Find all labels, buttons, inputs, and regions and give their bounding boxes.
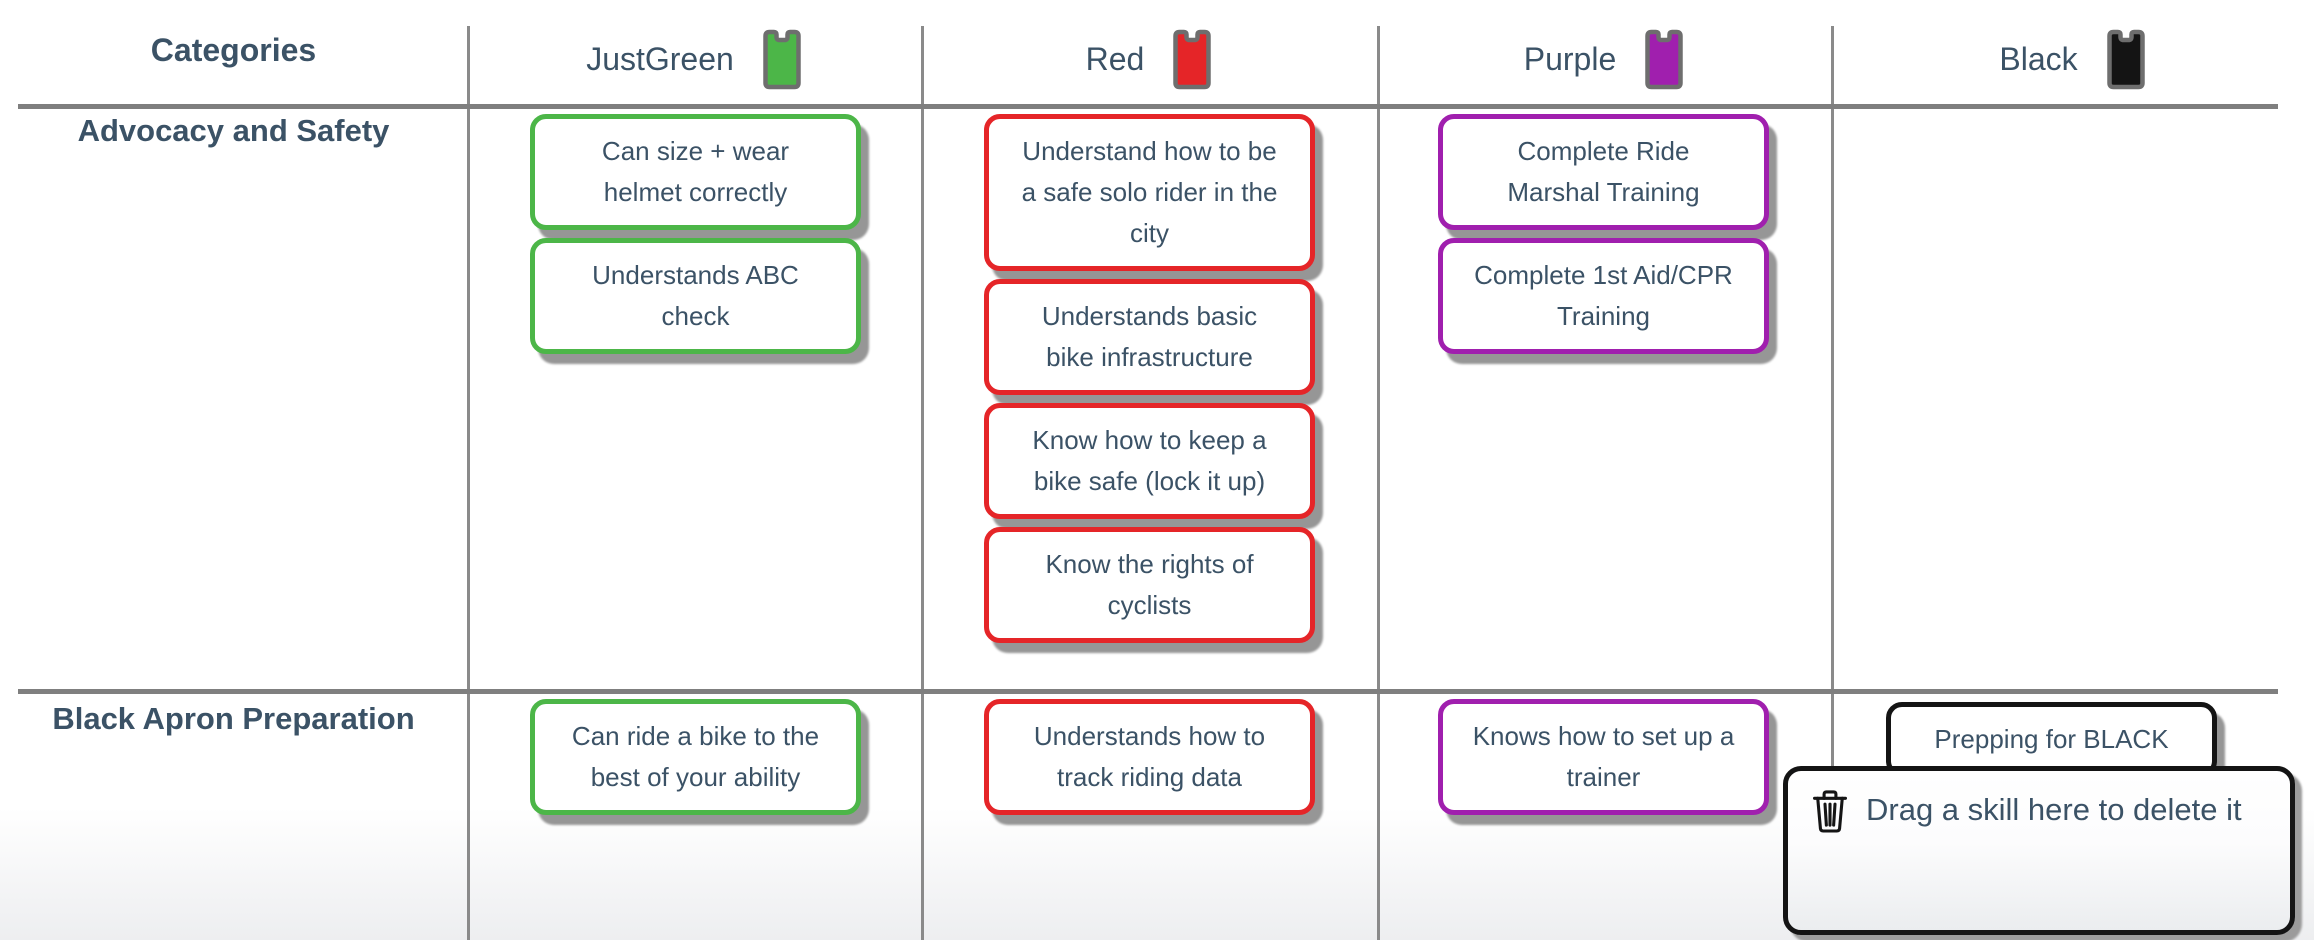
row-title-advocacy-and-safety: Advocacy and Safety: [77, 113, 390, 148]
trash-icon: [1813, 790, 1847, 833]
column-header-label: Purple: [1523, 41, 1617, 77]
delete-drop-zone[interactable]: Drag a skill here to delete it: [1783, 766, 2295, 935]
column-header-justgreen: JustGreen: [467, 24, 921, 94]
skill-card[interactable]: Know how to keep a bike safe (lock it up…: [984, 403, 1315, 519]
apron-icon: [1645, 29, 1683, 89]
grid-line-vertical: [1377, 26, 1380, 940]
grid-line-horizontal: [18, 689, 2278, 694]
delete-zone-label: Drag a skill here to delete it: [1866, 792, 2242, 827]
grid-line-vertical: [1831, 26, 1834, 940]
column-header-label: JustGreen: [586, 41, 734, 77]
cell-advocacy-justgreen: Can size + wear helmet correctly Underst…: [530, 114, 861, 354]
column-header-red: Red: [921, 24, 1377, 94]
skill-card[interactable]: Complete Ride Marshal Training: [1438, 114, 1769, 230]
skill-card[interactable]: Understands how to track riding data: [984, 699, 1315, 815]
grid-line-vertical: [921, 26, 924, 940]
cell-blackprep-justgreen: Can ride a bike to the best of your abil…: [530, 699, 861, 815]
categories-header: Categories: [150, 32, 317, 68]
grid-line-vertical: [467, 26, 470, 940]
cell-blackprep-red: Understands how to track riding data: [984, 699, 1315, 815]
row-title-black-apron-preparation: Black Apron Preparation: [52, 701, 415, 736]
apron-icon: [1173, 29, 1212, 89]
skill-card[interactable]: Can size + wear helmet correctly: [530, 114, 861, 230]
skill-card[interactable]: Can ride a bike to the best of your abil…: [530, 699, 861, 815]
skill-card[interactable]: Understands ABC check: [530, 238, 861, 354]
apron-icon: [2106, 29, 2145, 89]
skill-card[interactable]: Knows how to set up a trainer: [1438, 699, 1769, 815]
skill-card[interactable]: Understand how to be a safe solo rider i…: [984, 114, 1315, 271]
cell-advocacy-red: Understand how to be a safe solo rider i…: [984, 114, 1315, 643]
skill-card[interactable]: Understands basic bike infrastructure: [984, 279, 1315, 395]
column-header-purple: Purple: [1377, 24, 1831, 94]
column-header-label: Black: [1999, 41, 2078, 77]
column-header-black: Black: [1831, 24, 2314, 94]
cell-advocacy-purple: Complete Ride Marshal Training Complete …: [1438, 114, 1769, 354]
skill-card[interactable]: Complete 1st Aid/CPR Training: [1438, 238, 1769, 354]
column-header-label: Red: [1085, 41, 1145, 77]
grid-line-horizontal: [18, 104, 2278, 109]
skill-card[interactable]: Know the rights of cyclists: [984, 527, 1315, 643]
cell-blackprep-purple: Knows how to set up a trainer: [1438, 699, 1769, 815]
apron-icon: [763, 29, 801, 89]
